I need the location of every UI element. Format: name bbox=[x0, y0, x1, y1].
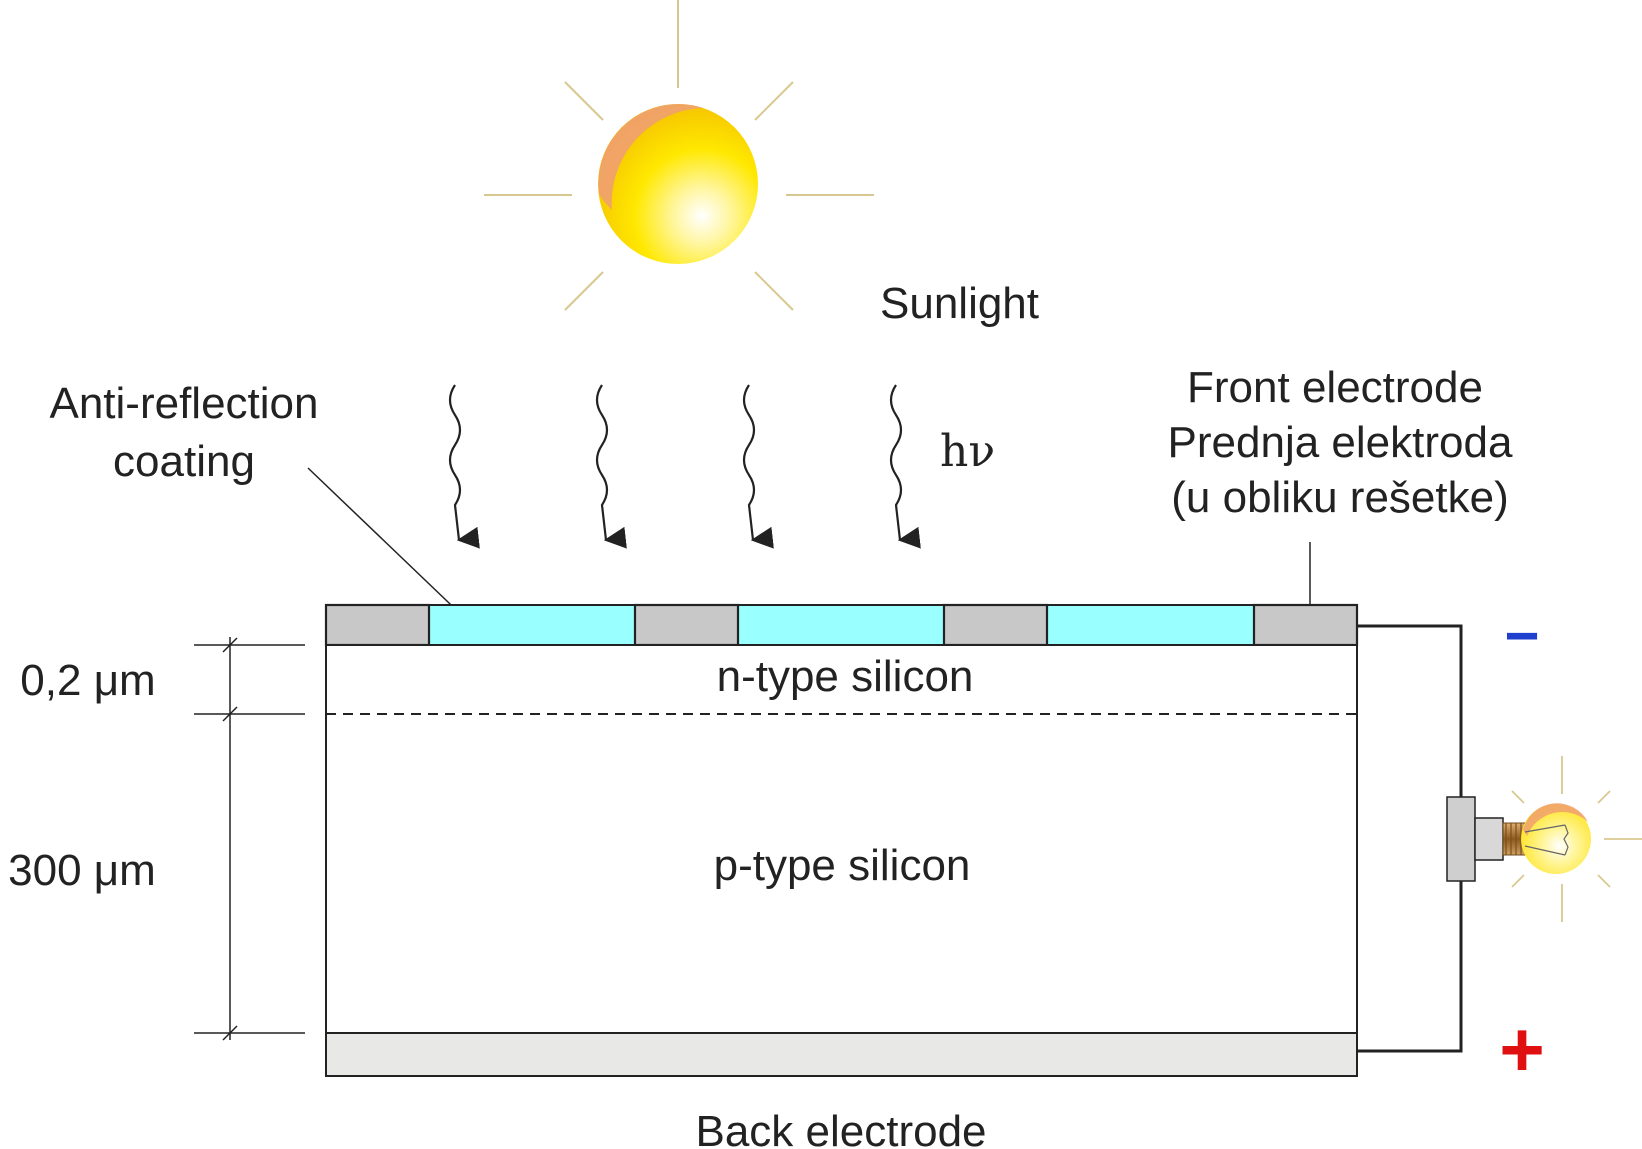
sun-rays bbox=[484, 0, 874, 311]
wavy-arrow-icon bbox=[595, 384, 627, 549]
bulb-socket-inner bbox=[1474, 817, 1504, 861]
back-electrode-label: Back electrode bbox=[695, 1107, 986, 1149]
sun-rim bbox=[598, 104, 703, 210]
anti-reflection-coating bbox=[325, 604, 1358, 646]
photon-arrows bbox=[448, 384, 921, 549]
bulb-socket bbox=[1446, 796, 1476, 882]
light-bulb-icon bbox=[1446, 756, 1642, 922]
n-thickness-label: 0,2 μm bbox=[20, 656, 155, 705]
bulb-glass-rim bbox=[1523, 803, 1588, 836]
n-type-label: n-type silicon bbox=[717, 652, 974, 701]
anti-reflection-label-line2: coating bbox=[113, 437, 255, 486]
front-electrode-finger bbox=[1252, 603, 1359, 647]
wavy-arrow-icon bbox=[889, 384, 921, 549]
front-electrode-finger bbox=[324, 603, 431, 647]
anti-reflection-label-line1: Anti-reflection bbox=[49, 379, 318, 428]
dimension-lines bbox=[194, 637, 305, 1041]
front-electrode-label-line3: (u obliku rešetke) bbox=[1171, 473, 1508, 522]
circuit-wire bbox=[1357, 624, 1463, 1053]
wavy-arrow-icon bbox=[742, 384, 774, 549]
p-type-label: p-type silicon bbox=[714, 841, 971, 890]
wavy-arrow-icon bbox=[448, 384, 480, 549]
bulb-glass bbox=[1521, 804, 1591, 874]
minus-terminal-sign: − bbox=[1504, 602, 1539, 669]
sun-disc bbox=[598, 104, 758, 264]
bulb-rays bbox=[1511, 756, 1642, 922]
sun-icon bbox=[484, 0, 874, 311]
back-electrode bbox=[325, 1032, 1358, 1077]
photon-label: hν bbox=[940, 426, 995, 477]
front-electrode-label-line2: Prednja elektroda bbox=[1168, 418, 1513, 467]
silicon-body bbox=[325, 644, 1358, 1034]
p-thickness-label: 300 μm bbox=[8, 846, 156, 895]
anti-reflection-leader bbox=[307, 467, 473, 626]
front-electrode-finger bbox=[633, 603, 740, 647]
sunlight-label: Sunlight bbox=[880, 279, 1039, 328]
bulb-filament bbox=[1524, 824, 1569, 856]
front-electrode-label-line1: Front electrode bbox=[1187, 363, 1483, 412]
front-electrode-finger bbox=[942, 603, 1049, 647]
plus-terminal-sign: + bbox=[1499, 1005, 1545, 1093]
